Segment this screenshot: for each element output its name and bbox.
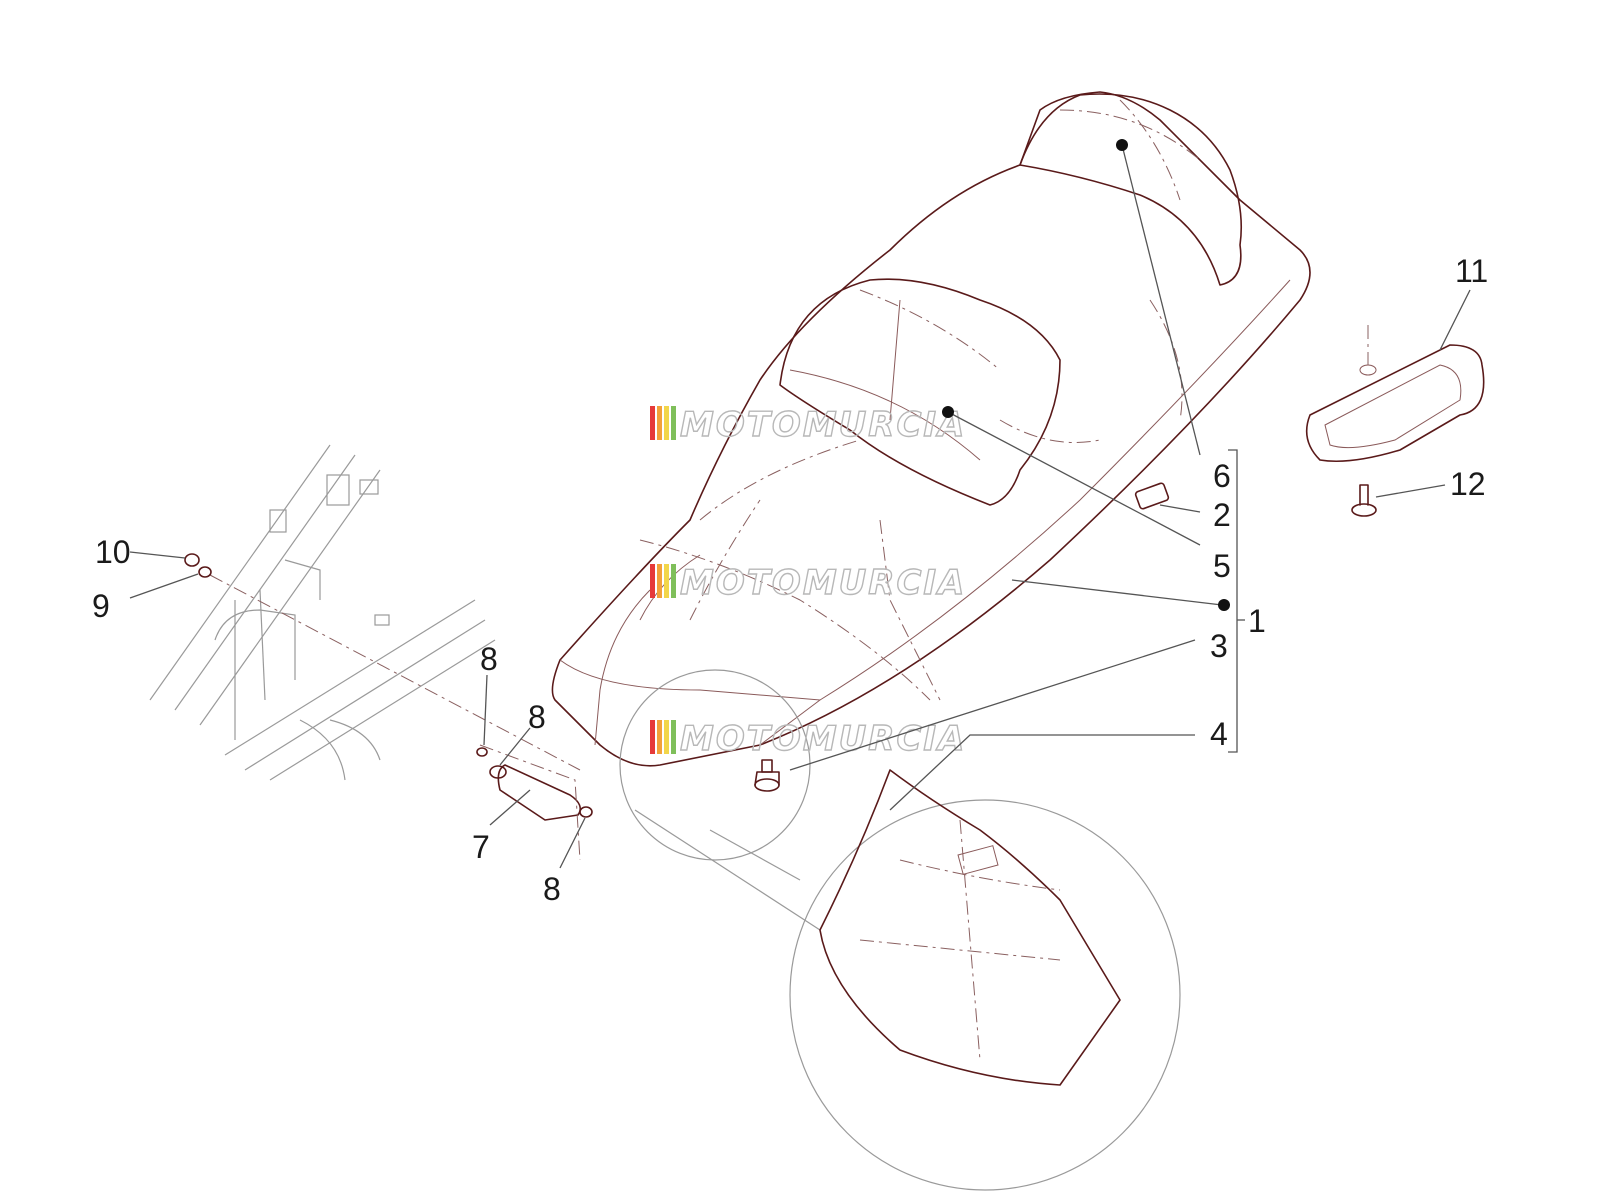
callout-11: 10 <box>95 534 131 570</box>
callout-3: 3 <box>1210 628 1228 664</box>
rider-cushion <box>779 278 1061 506</box>
rubber-buffer <box>1134 482 1170 510</box>
storage-tray <box>1305 325 1485 463</box>
leader-lines <box>129 139 1471 869</box>
callout-4: 4 <box>1210 716 1228 752</box>
callout-2: 2 <box>1213 497 1231 533</box>
watermark-text: MOTOMURCIA <box>680 405 966 445</box>
nut-and-washer <box>184 553 212 578</box>
watermark-logo: MOTOMURCIA <box>650 562 966 604</box>
callout-8-bottom: 8 <box>543 871 561 907</box>
callout-5: 5 <box>1213 548 1231 584</box>
watermark-logo: MOTOMURCIA <box>650 404 966 446</box>
callout-8-top: 8 <box>528 699 546 735</box>
callout-1: 1 <box>1248 603 1266 639</box>
seat-pin <box>754 759 780 792</box>
watermark-logo: MOTOMURCIA <box>650 718 966 760</box>
screw <box>1351 484 1377 517</box>
seat-outline <box>551 91 1311 767</box>
passenger-backrest <box>1019 93 1243 286</box>
callout-12: 11 <box>1455 253 1488 289</box>
callout-10: 9 <box>92 588 110 624</box>
hinge-pin-assembly <box>476 744 593 861</box>
callout-7: 7 <box>472 829 490 865</box>
detail-view <box>619 669 1181 1191</box>
watermark-text: MOTOMURCIA <box>680 563 966 603</box>
callout-13: 12 <box>1450 466 1486 502</box>
callout-labels: 6 2 5 1 3 4 11 12 10 9 8 8 7 8 <box>92 253 1488 907</box>
scooter-frame <box>149 444 581 781</box>
callout-9: 8 <box>480 641 498 677</box>
callout-6: 6 <box>1213 458 1231 494</box>
watermark-text: MOTOMURCIA <box>680 719 966 759</box>
